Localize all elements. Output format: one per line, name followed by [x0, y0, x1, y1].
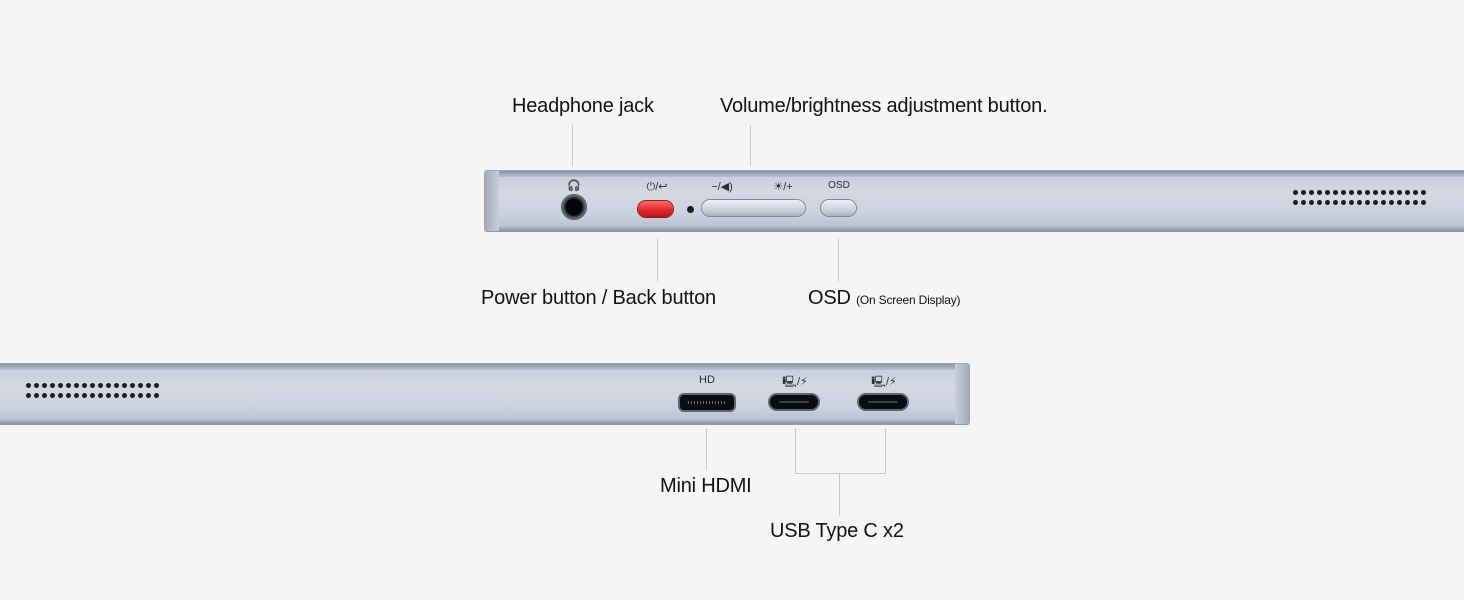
speaker-grille-top [1293, 190, 1429, 210]
label-headphone-jack: Headphone jack [512, 95, 654, 117]
bar-bevel-top [0, 364, 969, 370]
leader-volume-brightness [750, 125, 751, 166]
osd-marking: OSD [828, 180, 850, 191]
speaker-grille-bottom [26, 383, 162, 403]
osd-label-detail: (On Screen Display) [856, 293, 961, 307]
usb-c-port-2 [859, 395, 907, 409]
headphone-icon: 🎧 [567, 180, 581, 192]
leader-usb-c-bracket [795, 473, 886, 474]
status-led [687, 206, 694, 213]
leader-power-back [657, 239, 658, 281]
label-volume-brightness: Volume/brightness adjustment button. [720, 95, 1048, 117]
bar-bevel-right [955, 364, 969, 424]
leader-usb-c-stem [839, 473, 840, 516]
leader-usb-c-left [795, 428, 796, 473]
device-bottom-edge [0, 363, 970, 425]
label-power-back: Power button / Back button [481, 287, 716, 309]
bar-bevel-bottom [0, 418, 969, 424]
leader-headphone-jack [572, 125, 573, 166]
leader-mini-hdmi [706, 428, 707, 470]
bar-bevel-top [485, 171, 1464, 177]
leader-usb-c-right [885, 428, 886, 473]
power-back-button[interactable] [638, 201, 673, 217]
volume-brightness-rocker[interactable] [702, 200, 805, 216]
osd-button[interactable] [821, 200, 856, 216]
bar-bevel-left [485, 171, 499, 231]
usb-c-port-1 [770, 395, 818, 409]
brightness-icon: ☀/+ [773, 181, 793, 193]
volume-icon: −/◀) [711, 181, 733, 193]
headphone-jack [561, 194, 587, 220]
display-charge-icon-1: 🖳/⚡ [782, 376, 808, 388]
display-charge-icon-2: 🖳/⚡ [871, 376, 897, 388]
bar-bevel-bottom [485, 225, 1464, 231]
label-osd: OSD (On Screen Display) [808, 287, 961, 310]
osd-label-text: OSD [808, 287, 851, 309]
leader-osd [838, 239, 839, 281]
label-usb-type-c: USB Type C x2 [770, 520, 904, 542]
label-mini-hdmi: Mini HDMI [660, 475, 752, 497]
hdmi-marking: HD [699, 374, 715, 386]
mini-hdmi-port [680, 395, 734, 410]
power-back-icon: ⏻/↩ [646, 181, 668, 193]
